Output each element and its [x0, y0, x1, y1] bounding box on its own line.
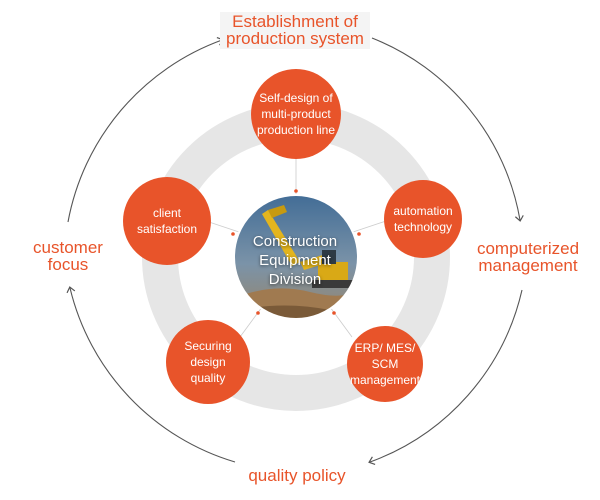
cycle-label-top-line-1: Establishment of — [232, 12, 358, 31]
arrow-top-to-right — [371, 37, 524, 222]
node-circle-top — [251, 69, 341, 159]
cycle-label-top: Establishment of production system — [220, 12, 370, 49]
arrow-bottom-to-left — [66, 286, 236, 463]
node-right-line-2: technology — [393, 220, 453, 234]
node-bottom-right-line-1: ERP/ MES/ — [354, 341, 416, 355]
node-bottom-left-line-3: quality — [190, 371, 226, 385]
center-title-line-3: Division — [268, 270, 322, 288]
node-left-line-1: client — [152, 206, 181, 220]
arrow-left-to-top — [67, 37, 224, 223]
node-top: Self-design of multi-product production … — [251, 69, 341, 159]
node-bottom-left-line-1: Securing — [184, 339, 232, 353]
node-circle-left — [123, 177, 211, 265]
cycle-label-left: customer focus — [18, 239, 118, 273]
node-circles — [123, 69, 462, 404]
connector-dots — [231, 189, 361, 315]
center-title-line-2: Equipment — [259, 251, 331, 269]
cycle-label-left-line-2: focus — [47, 255, 89, 274]
node-bottom-left: Securing design quality — [166, 320, 250, 404]
node-bottom-right-line-2: SCM — [371, 357, 399, 371]
cycle-label-bottom-line-1: quality policy — [248, 466, 346, 485]
cycle-label-right: computerized management — [470, 240, 586, 274]
node-top-line-3: production line — [256, 123, 336, 137]
cycle-label-bottom: quality policy — [238, 467, 356, 484]
cycle-label-left-line-1: customer — [33, 238, 103, 257]
cycle-label-right-line-2: management — [478, 256, 578, 275]
cycle-label-top-line-2: production system — [226, 29, 364, 48]
node-circle-bottom-right — [347, 326, 423, 402]
cycle-label-right-line-1: computerized — [476, 239, 580, 258]
center-title-line-1: Construction — [252, 232, 338, 250]
node-circle-bottom-left — [166, 320, 250, 404]
node-bottom-right: ERP/ MES/ SCM management — [347, 326, 423, 402]
cycle-arrows — [66, 37, 524, 465]
node-top-line-1: Self-design of — [259, 91, 333, 105]
node-bottom-left-line-2: design — [190, 355, 226, 369]
node-right: automation technology — [384, 180, 462, 258]
node-right-line-1: automation — [393, 204, 453, 218]
arrow-right-to-bottom — [368, 289, 523, 465]
node-left-line-2: satisfaction — [136, 222, 198, 236]
node-circle-right — [384, 180, 462, 258]
node-left: client satisfaction — [123, 177, 211, 265]
center-title: Construction Equipment Division — [235, 205, 355, 315]
node-bottom-right-line-3: management — [349, 373, 421, 387]
node-top-line-2: multi-product — [261, 107, 331, 121]
